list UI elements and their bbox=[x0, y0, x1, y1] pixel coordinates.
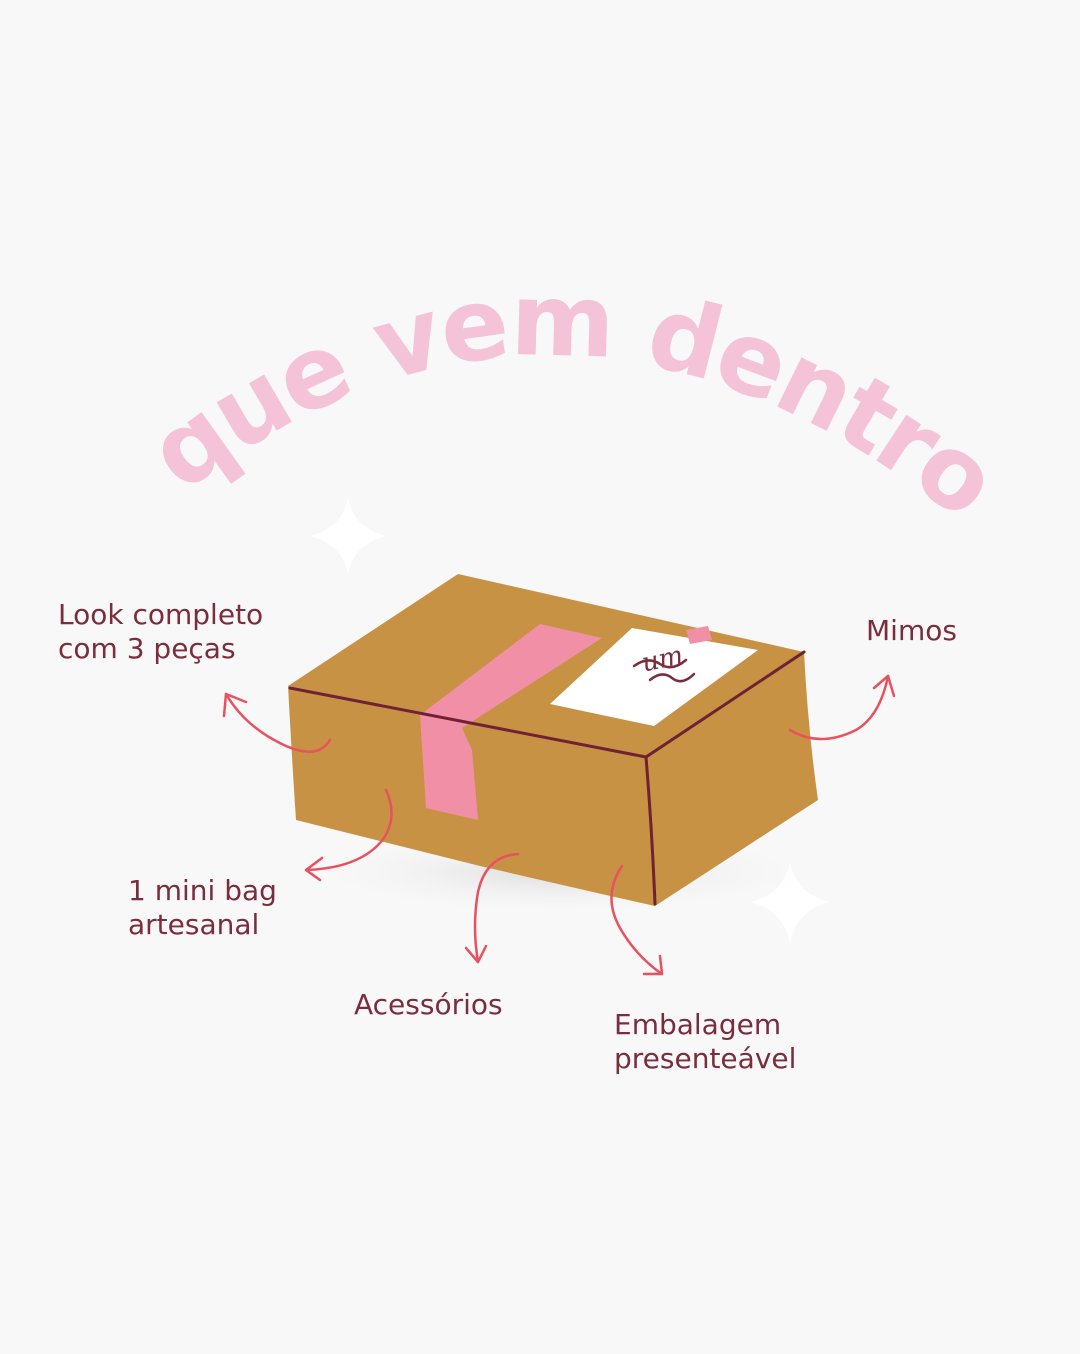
gift-box: um bbox=[288, 574, 818, 906]
arrow-acess bbox=[473, 852, 520, 964]
item-label-acessorios: Acessórios bbox=[354, 988, 503, 1021]
arrow-emb-head bbox=[642, 954, 664, 976]
item-label-embalagem: Embalagem presenteável bbox=[614, 1008, 797, 1075]
item-label-mimos: Mimos bbox=[866, 614, 957, 647]
arrow-bag-head bbox=[304, 856, 324, 882]
arrows bbox=[222, 674, 896, 976]
box-note-scribble bbox=[648, 672, 696, 683]
item-label-bag: 1 mini bag artesanal bbox=[128, 874, 277, 941]
arrow-mimos bbox=[788, 674, 890, 741]
item-label-look: Look completo com 3 peças bbox=[58, 598, 264, 665]
arrow-acess-head bbox=[464, 944, 488, 964]
box-note-scribble bbox=[632, 658, 688, 669]
sparkle-icon bbox=[310, 498, 386, 574]
arrow-emb bbox=[610, 864, 664, 976]
page-title-text: o que vem dentro? bbox=[0, 0, 1019, 540]
box-side-face bbox=[646, 652, 818, 906]
sparkle-icon bbox=[750, 862, 830, 944]
box-tape bbox=[420, 624, 602, 820]
arrow-look-head bbox=[222, 692, 248, 718]
arrow-mimos-head bbox=[872, 674, 896, 698]
arrow-bag bbox=[304, 788, 393, 872]
box-note-tape bbox=[686, 626, 712, 644]
arrow-look bbox=[224, 692, 332, 753]
page-title: o que vem dentro? bbox=[0, 0, 1016, 540]
box-edge bbox=[644, 755, 657, 906]
